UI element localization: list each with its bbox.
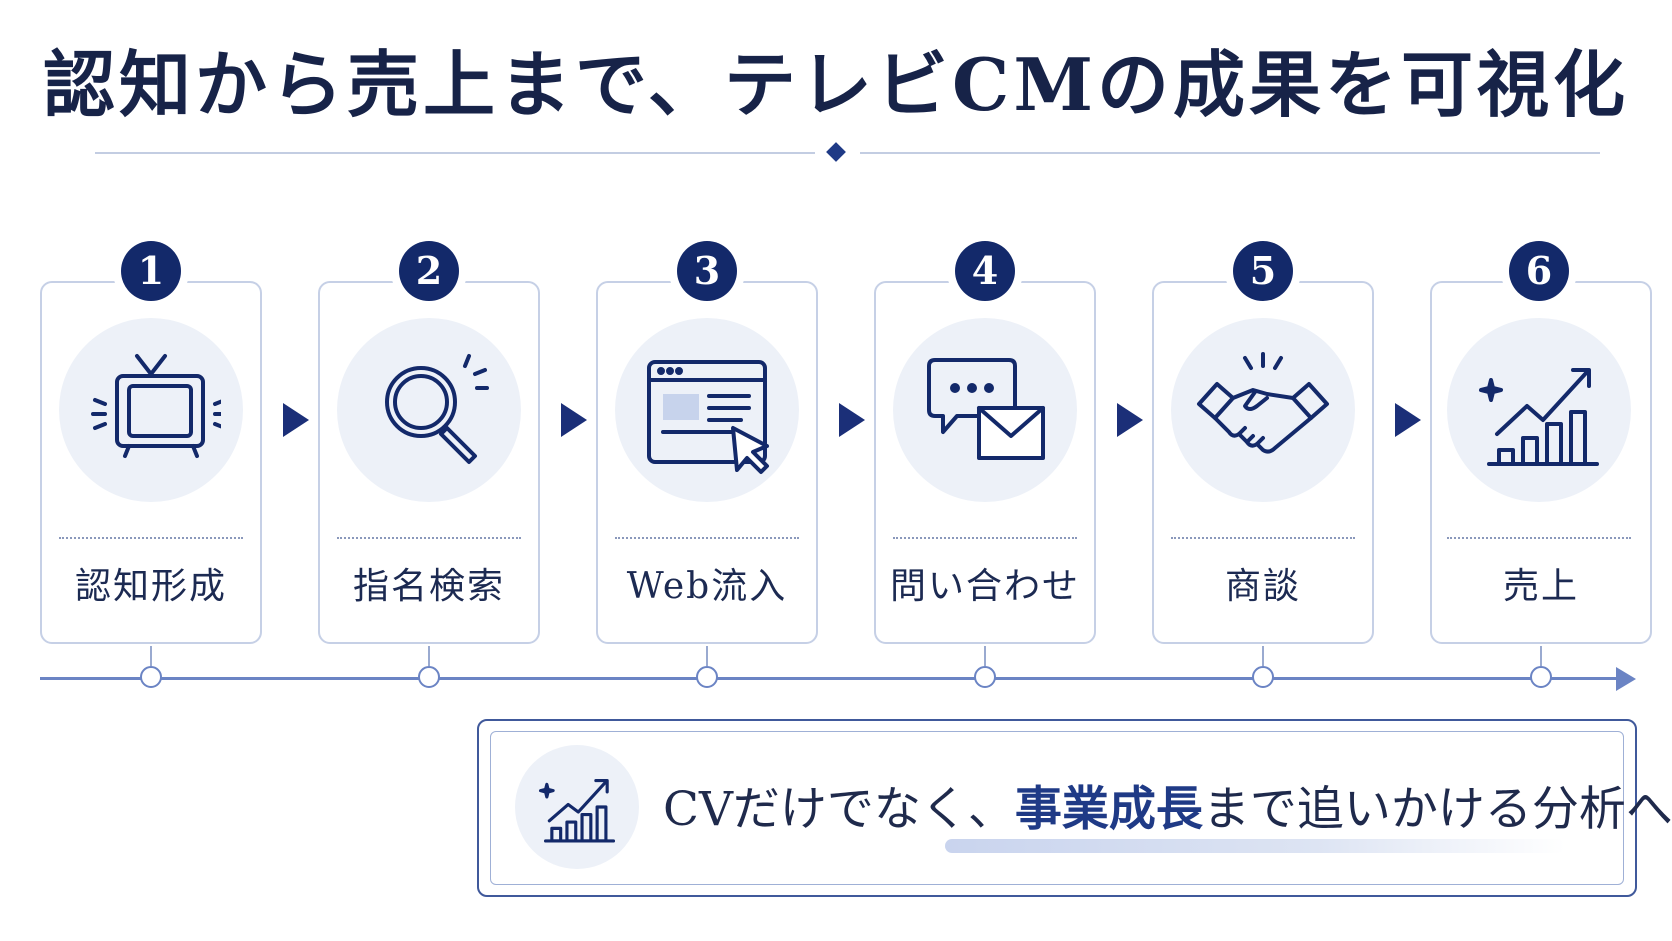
step-label-3: Web流入 bbox=[626, 566, 788, 607]
step-divider-1 bbox=[59, 537, 243, 539]
step-divider-3 bbox=[615, 537, 799, 539]
magnifier-icon bbox=[337, 318, 521, 502]
callout-box bbox=[490, 731, 1624, 885]
step-divider-2 bbox=[337, 537, 521, 539]
step-label-5: 商談 bbox=[1224, 566, 1301, 607]
step-arrow-5 bbox=[1395, 403, 1421, 437]
step-number-5: 5 bbox=[1233, 241, 1293, 301]
page-title: 認知から売上まで、テレビCMの成果を可視化 bbox=[42, 42, 1630, 127]
timeline-node-5 bbox=[1252, 666, 1274, 688]
timeline-tick-1 bbox=[150, 646, 152, 666]
timeline-tick-2 bbox=[428, 646, 430, 666]
timeline-arrowhead bbox=[1616, 667, 1636, 691]
timeline-tick-5 bbox=[1262, 646, 1264, 666]
step-label-6: 売上 bbox=[1502, 566, 1579, 607]
timeline-node-1 bbox=[140, 666, 162, 688]
step-divider-6 bbox=[1447, 537, 1631, 539]
step-number-3: 3 bbox=[677, 241, 737, 301]
step-arrow-1 bbox=[283, 403, 309, 437]
browser-cursor-icon bbox=[615, 318, 799, 502]
timeline-line bbox=[40, 677, 1620, 680]
callout-text-emphasis: 事業成長 bbox=[1014, 782, 1203, 837]
handshake-icon bbox=[1171, 318, 1355, 502]
tv-icon bbox=[59, 318, 243, 502]
timeline-node-3 bbox=[696, 666, 718, 688]
title-divider-right bbox=[860, 152, 1600, 154]
step-divider-5 bbox=[1171, 537, 1355, 539]
callout-message: CVだけでなく、事業成長まで追いかける分析へ。 bbox=[663, 775, 1672, 845]
step-arrow-2 bbox=[561, 403, 587, 437]
callout-text-after: まで追いかける分析へ。 bbox=[1202, 782, 1672, 837]
callout-highlight-underline bbox=[945, 839, 1565, 853]
step-divider-4 bbox=[893, 537, 1077, 539]
callout-frame bbox=[477, 719, 1637, 897]
step-label-4: 問い合わせ bbox=[889, 566, 1080, 607]
step-arrow-4 bbox=[1117, 403, 1143, 437]
callout-growth-chart-icon bbox=[515, 745, 639, 869]
step-number-4: 4 bbox=[955, 241, 1015, 301]
step-label-1: 認知形成 bbox=[74, 566, 227, 607]
timeline-node-4 bbox=[974, 666, 996, 688]
step-number-6: 6 bbox=[1509, 241, 1569, 301]
timeline-node-2 bbox=[418, 666, 440, 688]
chat-mail-icon bbox=[893, 318, 1077, 502]
title-divider-left bbox=[95, 152, 815, 154]
title-divider-diamond bbox=[826, 142, 846, 162]
callout-text-before: CVだけでなく、 bbox=[663, 782, 1015, 837]
step-number-2: 2 bbox=[399, 241, 459, 301]
step-label-2: 指名検索 bbox=[352, 566, 505, 607]
step-arrow-3 bbox=[839, 403, 865, 437]
step-number-1: 1 bbox=[121, 241, 181, 301]
timeline-tick-4 bbox=[984, 646, 986, 666]
timeline-tick-3 bbox=[706, 646, 708, 666]
timeline-node-6 bbox=[1530, 666, 1552, 688]
timeline-tick-6 bbox=[1540, 646, 1542, 666]
growth-chart-icon bbox=[1447, 318, 1631, 502]
